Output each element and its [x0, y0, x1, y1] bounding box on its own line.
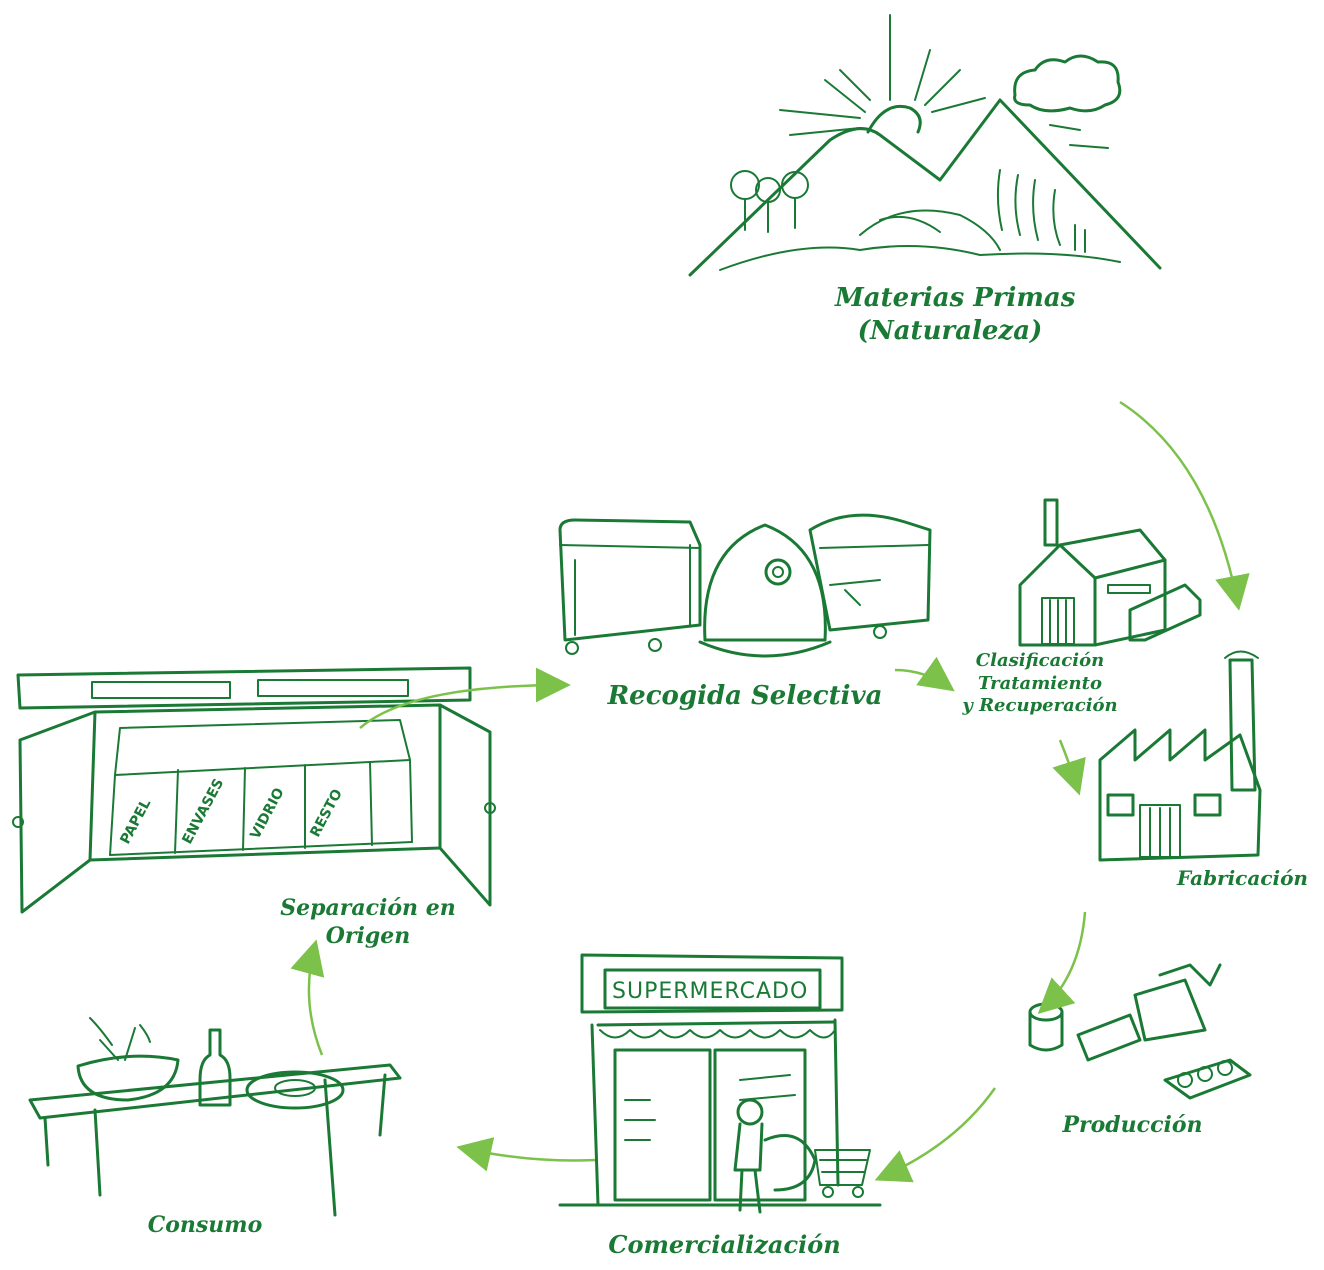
bin-label-envases: ENVASES — [179, 776, 227, 847]
label-comercializacion: Comercialización — [592, 1230, 857, 1260]
label-materias-primas-line2: (Naturaleza) — [835, 315, 1065, 348]
arrow-naturaleza-to-fabricacion — [1120, 402, 1238, 605]
label-fabricacion: Fabricación — [1170, 866, 1315, 891]
label-separacion-line2: Origen — [268, 923, 468, 951]
sorting-plant-illustration — [1020, 500, 1200, 645]
bin-label-papel: PAPEL — [117, 796, 154, 846]
containers-illustration — [560, 515, 930, 656]
label-separacion-origen: Separación en Origen — [268, 895, 468, 950]
label-separacion-line1: Separación en — [268, 895, 468, 923]
sorting-cabinet-illustration: PAPEL ENVASES VIDRIO RESTO — [13, 668, 495, 912]
bin-label-resto: RESTO — [307, 786, 346, 839]
bin-label-vidrio: VIDRIO — [247, 785, 287, 842]
label-materias-primas: Materias Primas (Naturaleza) — [835, 282, 1065, 347]
label-clasificacion: Clasificación Tratamiento y Recuperación — [930, 650, 1150, 718]
label-produccion: Producción — [1055, 1112, 1210, 1140]
label-clasificacion-line2: Tratamiento — [930, 673, 1150, 696]
mountains-illustration — [690, 15, 1160, 275]
table-illustration — [30, 1018, 400, 1215]
label-consumo: Consumo — [135, 1212, 275, 1240]
arrow-consumo-to-separacion — [309, 945, 322, 1055]
label-recogida-selectiva: Recogida Selectiva — [595, 680, 895, 713]
arrow-fabricacion-to-produccion — [1042, 912, 1085, 1010]
arrow-comercializacion-to-consumo — [462, 1148, 595, 1161]
arrow-clasificacion-to-fabricacion — [1060, 740, 1078, 790]
label-materias-primas-line1: Materias Primas — [835, 282, 1065, 315]
label-clasificacion-line3: y Recuperación — [930, 695, 1150, 718]
label-clasificacion-line1: Clasificación — [930, 650, 1150, 673]
supermarket-sign: SUPERMERCADO — [612, 979, 808, 1004]
arrow-produccion-to-comercializacion — [880, 1088, 995, 1178]
